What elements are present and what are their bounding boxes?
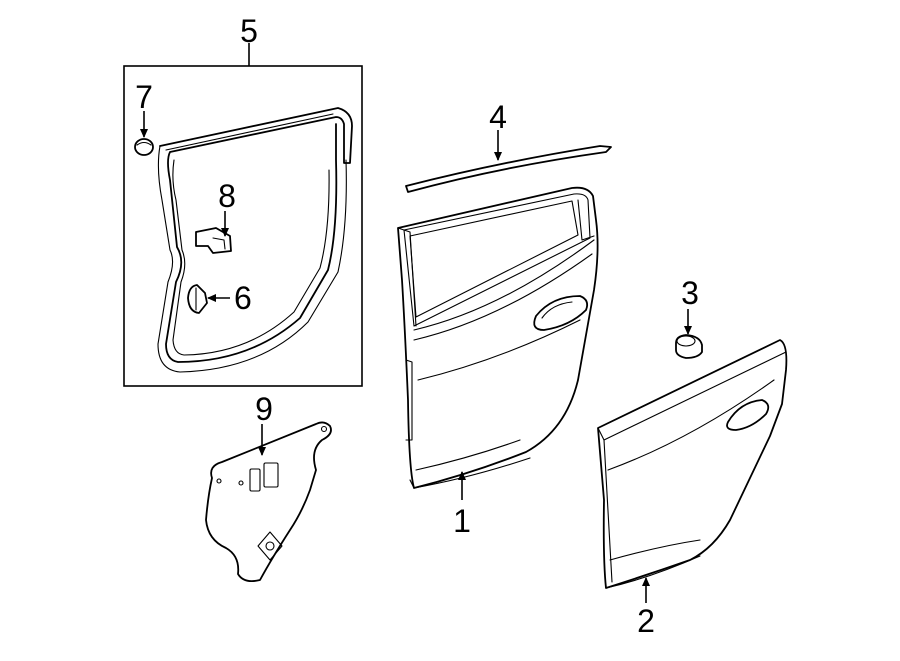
- callout-7[interactable]: 7: [135, 79, 153, 115]
- outer-panel[interactable]: [597, 339, 788, 589]
- group-box: [123, 65, 363, 387]
- water-shield[interactable]: [205, 421, 332, 583]
- door-weatherstrip[interactable]: [157, 107, 353, 373]
- plug-3[interactable]: [675, 334, 703, 359]
- callout-8[interactable]: 8: [218, 178, 236, 214]
- callout-6[interactable]: 6: [234, 280, 252, 316]
- callout-9[interactable]: 9: [255, 391, 273, 427]
- callout-1[interactable]: 1: [453, 503, 471, 539]
- callout-3[interactable]: 3: [681, 275, 699, 311]
- clip-6[interactable]: [187, 284, 208, 314]
- belt-molding[interactable]: [405, 145, 612, 193]
- clip-7[interactable]: [134, 138, 154, 156]
- callout-4[interactable]: 4: [489, 99, 507, 135]
- callout-5[interactable]: 5: [240, 13, 258, 49]
- door-shell[interactable]: [397, 186, 599, 489]
- weatherstrip-group: 5 7 8 6: [123, 13, 363, 387]
- callout-2[interactable]: 2: [637, 603, 655, 639]
